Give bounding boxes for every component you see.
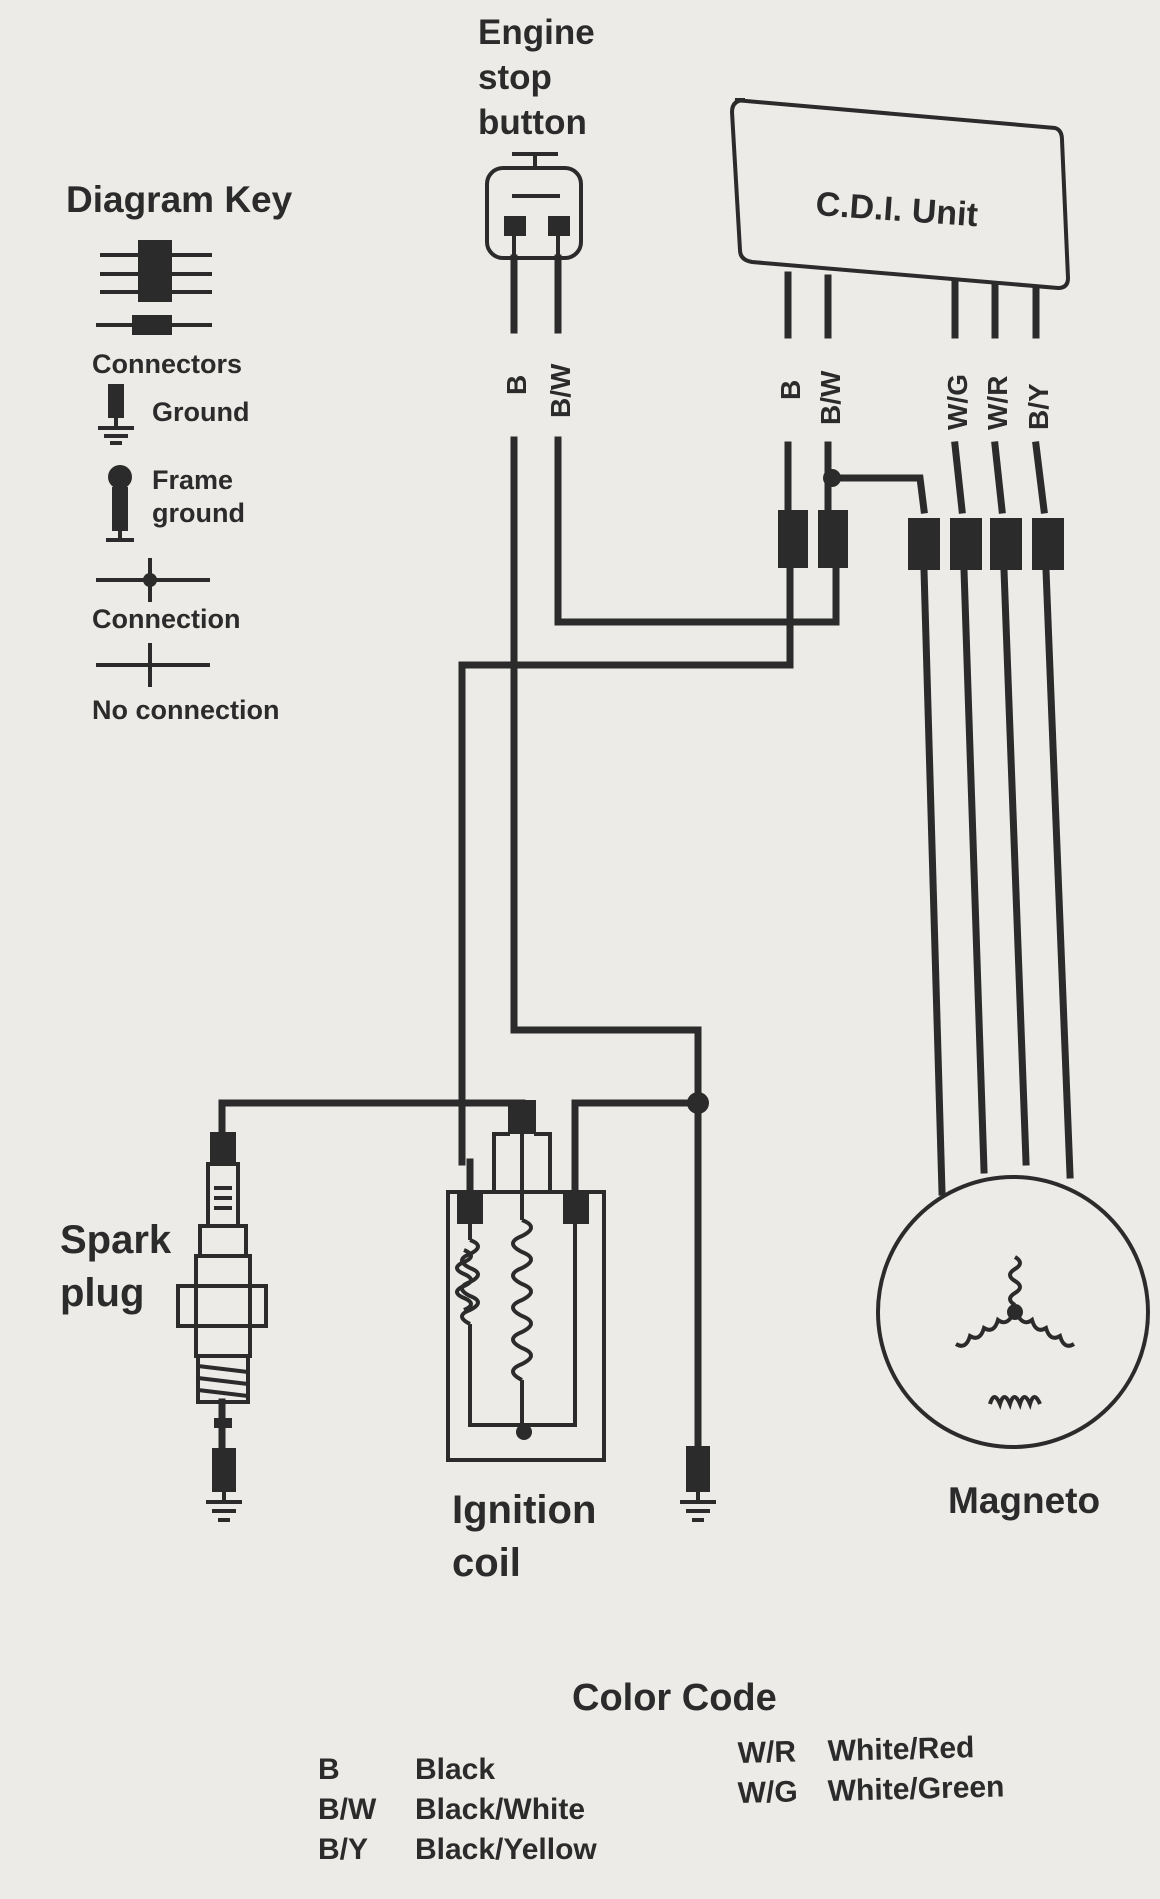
coil-ground-junction-dot [687,1092,709,1114]
ignition-coil-label-line1: Ignition [452,1488,596,1532]
frame-ground-key-label-line2: ground [152,498,245,528]
ground-key-icon [98,384,134,445]
color-code-entry-name: White/Green [827,1770,1005,1808]
connector-key-icon [96,240,212,335]
no-connection-key-icon [96,643,210,687]
color-code-entry-code: B/Y [318,1833,368,1866]
color-code-title: Color Code [572,1677,777,1719]
wire-label-cdi-b: B [775,380,806,400]
wire-label-cdi-by: B/Y [1023,383,1054,430]
ground-key-label: Ground [152,397,249,427]
cdi-unit-box [729,98,1071,291]
no-connection-key-label: No connection [92,695,280,725]
color-code-entry-name: Black/White [415,1793,585,1826]
cdi-connectors [778,510,1064,570]
frame-ground-key-label-line1: Frame [152,465,233,495]
connection-key-icon [96,558,210,602]
wire-label-cdi-wr: W/R [982,376,1013,430]
color-code-entry-name: White/Red [827,1731,974,1768]
color-code-entry-code: B [318,1753,340,1786]
spark-plug-label-line1: Spark [60,1218,172,1262]
ignition-coil-symbol [446,1100,606,1462]
engine-stop-label-line3: button [478,103,587,142]
engine-stop-button-symbol [485,152,583,260]
color-code-entry-name: Black [415,1753,495,1786]
magneto-label: Magneto [948,1480,1100,1521]
wires [218,254,1074,1454]
wire-label-cdi-bw: B/W [815,370,846,425]
color-code-entry-name: Black/Yellow [415,1833,597,1866]
diagram-key-title: Diagram Key [66,179,293,220]
color-code-entry-code: B/W [318,1793,377,1826]
connectors-key-label: Connectors [92,349,242,379]
coil-ground-symbol [680,1446,716,1522]
wire-label-cdi-wg: W/G [942,374,973,430]
wire-label-stop-bw: B/W [545,363,576,418]
wire-label-stop-b: B [501,375,532,395]
spark-plug-symbol [176,1132,268,1522]
spark-plug-label-line2: plug [60,1271,144,1315]
engine-stop-label-line1: Engine [478,13,595,52]
connection-key-label: Connection [92,604,241,634]
color-code-entry-code: W/R [737,1735,796,1770]
bw-junction-dot [823,469,841,487]
engine-stop-label-line2: stop [478,58,552,97]
ignition-coil-label-line2: coil [452,1541,521,1585]
magneto-symbol [876,1175,1150,1449]
color-code-entry-code: W/G [737,1775,798,1810]
frame-ground-key-icon [106,465,134,542]
